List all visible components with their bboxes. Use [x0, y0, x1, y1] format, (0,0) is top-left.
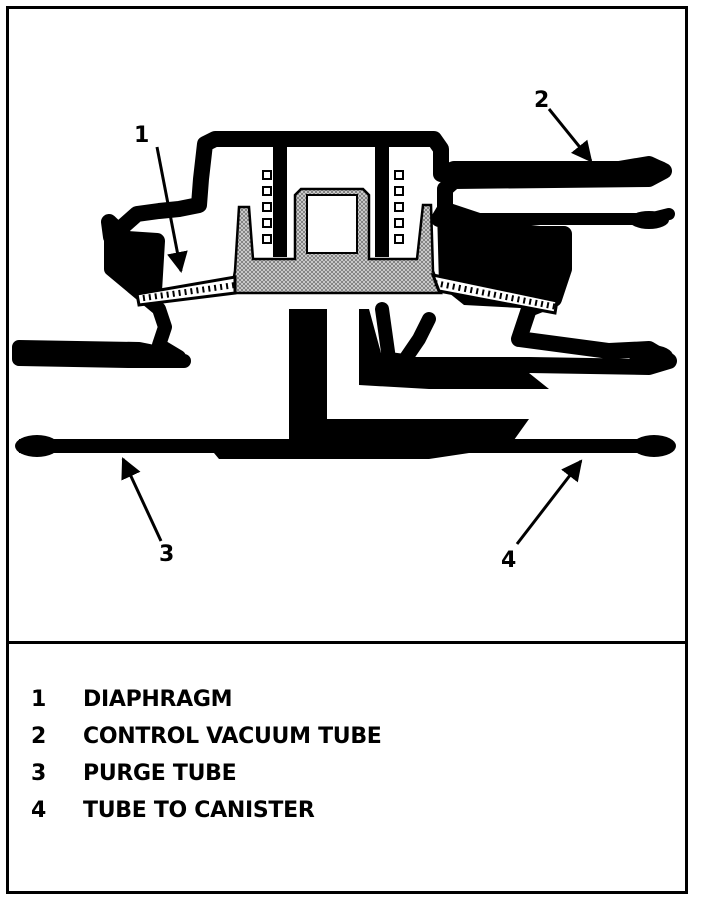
figure-frame: 1 2 3 4 1 DIAPHRAGM 2 CONTROL VACUUM TUBE …: [6, 6, 688, 894]
legend-label: DIAPHRAGM: [83, 687, 233, 712]
legend-item: 3 PURGE TUBE: [31, 755, 382, 792]
legend-number: 4: [31, 798, 47, 823]
plunger-rods: [273, 145, 389, 257]
lower-tube: [15, 159, 676, 457]
legend: 1 DIAPHRAGM 2 CONTROL VACUUM TUBE 3 PURGE T…: [31, 681, 382, 829]
upper-housing: [12, 131, 677, 375]
legend-item: 1 DIAPHRAGM: [31, 681, 382, 718]
legend-number: 3: [31, 761, 47, 786]
legend-divider: [9, 641, 685, 644]
legend-number: 1: [31, 687, 47, 712]
legend-item: 4 TUBE TO CANISTER: [31, 792, 382, 829]
legend-label: CONTROL VACUUM TUBE: [83, 724, 382, 749]
callout-4: 4: [501, 459, 583, 573]
callout-number-3: 3: [159, 542, 174, 567]
legend-number: 2: [31, 724, 47, 749]
valve-piston: [229, 187, 443, 295]
legend-label: TUBE TO CANISTER: [83, 798, 315, 823]
callout-number-4: 4: [501, 548, 516, 573]
callout-3: 3: [121, 457, 174, 567]
callout-number-2: 2: [534, 88, 549, 113]
legend-label: PURGE TUBE: [83, 761, 237, 786]
diaphragm: [135, 272, 559, 315]
legend-item: 2 CONTROL VACUUM TUBE: [31, 718, 382, 755]
valve-cross-section-diagram: 1 2 3 4: [12, 88, 677, 573]
callout-2: 2: [534, 88, 593, 163]
callout-number-1: 1: [134, 123, 149, 148]
callout-1: 1: [134, 123, 188, 274]
springs: [262, 170, 404, 244]
